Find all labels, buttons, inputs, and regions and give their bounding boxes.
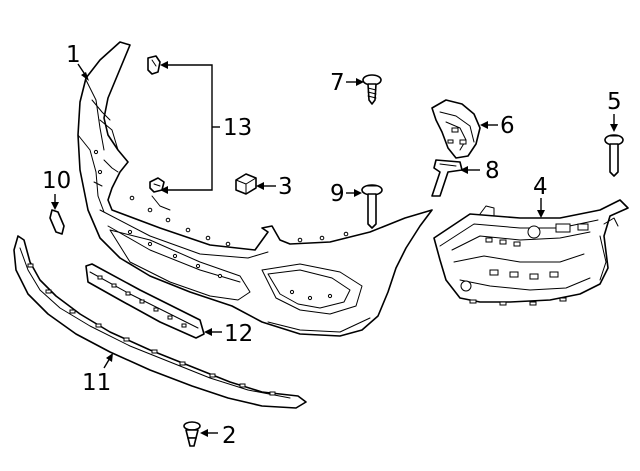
callout-10: 10 bbox=[42, 168, 71, 194]
callout-6: 6 bbox=[500, 113, 515, 139]
callout-9: 9 bbox=[330, 181, 345, 207]
part-12-grille-strip bbox=[85, 263, 205, 339]
part-9-bolt bbox=[361, 184, 383, 229]
leader-13 bbox=[166, 64, 213, 191]
part-2-push-rivet bbox=[183, 421, 201, 447]
callout-7: 7 bbox=[330, 70, 345, 96]
arrowhead-1 bbox=[81, 72, 89, 81]
callout-8: 8 bbox=[485, 158, 500, 184]
part-1-bumper-cover bbox=[77, 41, 433, 337]
arrowhead-2 bbox=[200, 429, 208, 437]
callout-13: 13 bbox=[223, 115, 252, 141]
callout-3: 3 bbox=[278, 174, 293, 200]
spoiler-tabs bbox=[27, 263, 276, 396]
callout-11: 11 bbox=[82, 370, 111, 396]
part-8-strip bbox=[431, 159, 463, 197]
callout-labels: 1 2 3 4 5 6 7 8 9 10 11 12 13 bbox=[42, 42, 622, 449]
arrowhead-10 bbox=[51, 202, 59, 210]
callout-2: 2 bbox=[222, 423, 237, 449]
arrowhead-3 bbox=[256, 182, 264, 190]
callout-5: 5 bbox=[607, 89, 622, 115]
callout-4: 4 bbox=[533, 174, 548, 200]
part-13-clips bbox=[147, 55, 165, 193]
part-10-clip bbox=[49, 209, 65, 235]
part-3-nut-clip bbox=[235, 173, 257, 195]
leader-lines bbox=[51, 61, 618, 437]
arrowhead-12 bbox=[204, 328, 212, 336]
arrowhead-6 bbox=[480, 121, 488, 129]
bumper-slots bbox=[93, 149, 349, 301]
callout-1: 1 bbox=[66, 42, 81, 68]
arrowhead-4 bbox=[537, 210, 545, 218]
part-11-lower-spoiler bbox=[13, 235, 307, 409]
arrowhead-11 bbox=[106, 353, 113, 362]
part-5-bolt bbox=[604, 134, 624, 177]
strip-slots bbox=[97, 275, 187, 328]
arrowhead-13a bbox=[160, 61, 168, 69]
arrowhead-7 bbox=[356, 78, 364, 86]
arrowhead-9 bbox=[354, 189, 362, 197]
arrowhead-13b bbox=[160, 186, 168, 194]
part-4-side-bracket bbox=[433, 199, 629, 306]
callout-12: 12 bbox=[224, 321, 253, 347]
part-6-bracket bbox=[431, 99, 481, 159]
part-7-screw bbox=[362, 74, 382, 105]
arrowhead-5 bbox=[610, 124, 618, 132]
arrowhead-8 bbox=[460, 166, 468, 174]
